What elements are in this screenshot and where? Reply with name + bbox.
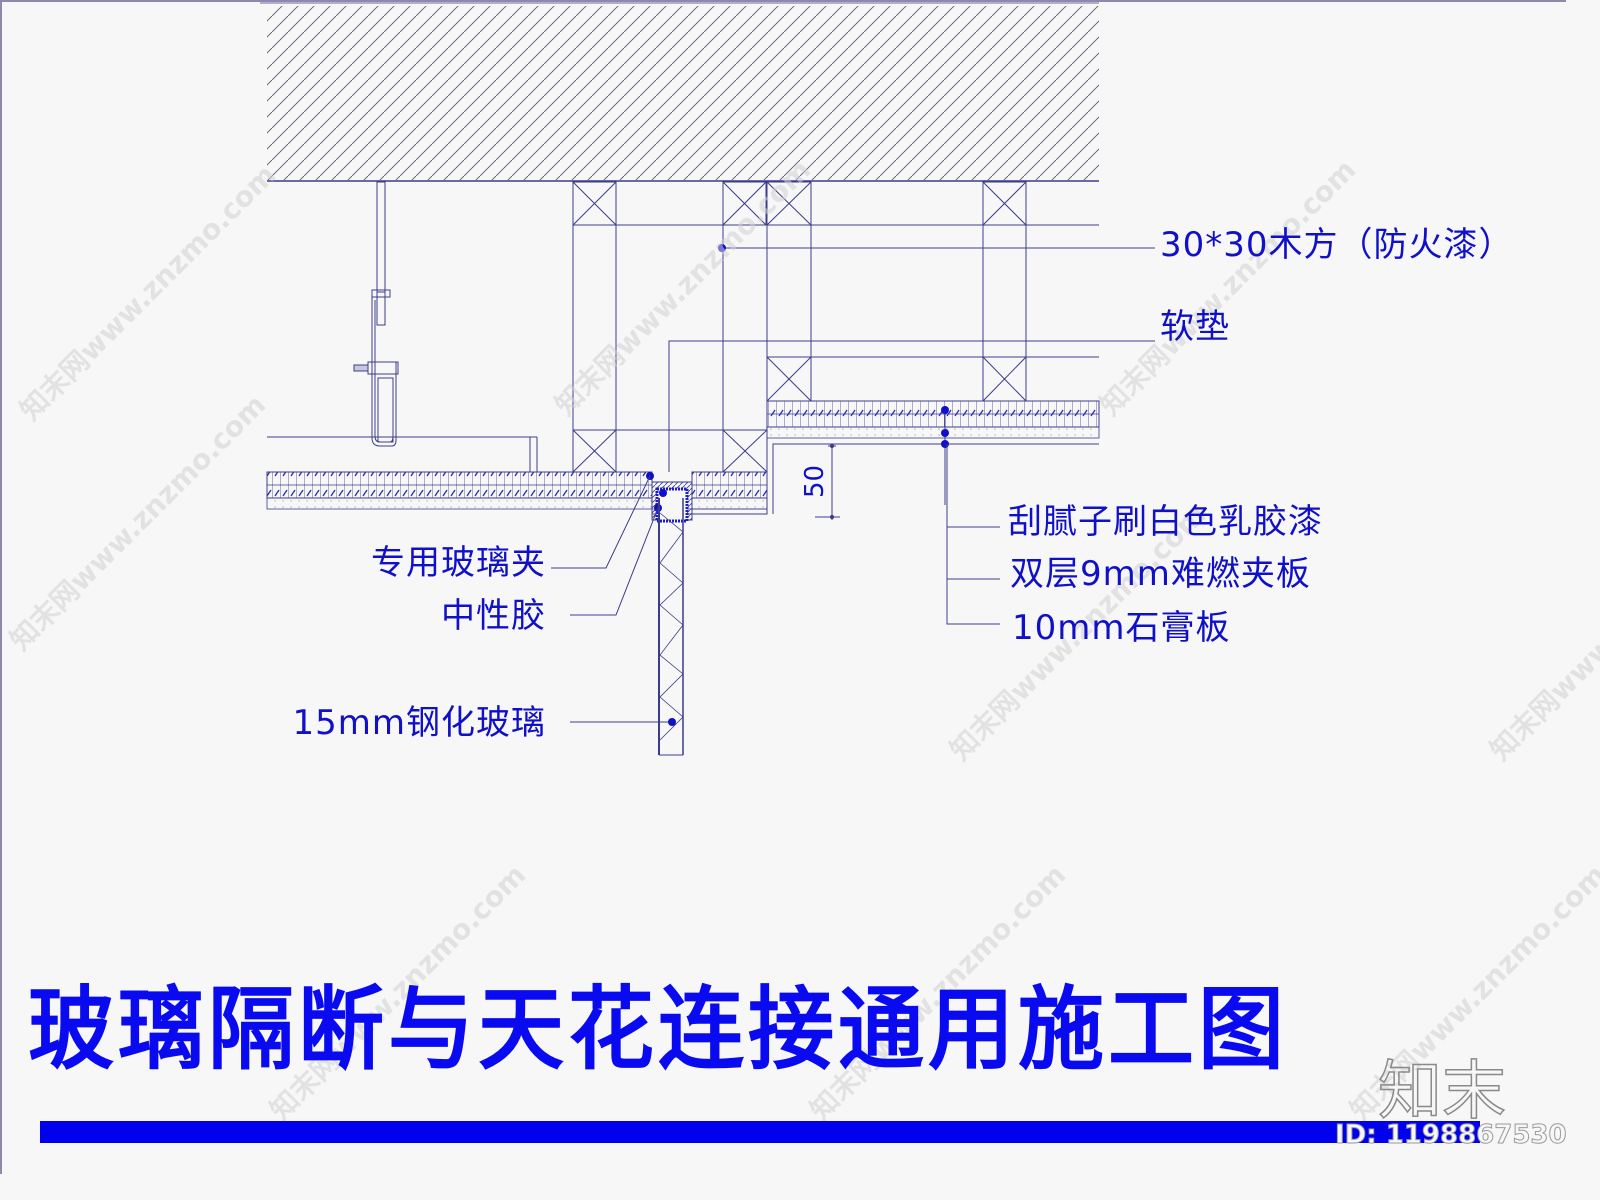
label-double-plywood: 双层9mm难燃夹板: [1010, 554, 1311, 594]
concrete-slab: [260, 2, 1099, 182]
label-gypsum-board: 10mm石膏板: [1012, 608, 1231, 648]
ceiling-boards-left: [266, 471, 768, 510]
leader-lines-right: [718, 244, 1155, 625]
ceiling-boards-right: [652, 400, 1100, 515]
section-drawing: [260, 2, 1155, 756]
glass-clip: [646, 472, 693, 523]
existing-ceiling-line: [267, 436, 538, 472]
dimension-text: 50: [800, 464, 830, 498]
label-putty-latex-paint: 刮腻子刷白色乳胶漆: [1008, 502, 1323, 542]
label-soft-pad: 软垫: [1160, 307, 1230, 347]
label-glass-clip: 专用玻璃夹: [371, 543, 546, 583]
dimension-50: [815, 443, 840, 520]
watermark-id: ID: 1198867530: [1335, 1120, 1568, 1151]
cad-drawing-canvas: [260, 2, 1155, 756]
leader-lines-left: [551, 475, 676, 726]
drawing-title: 玻璃隔断与天花连接通用施工图: [28, 977, 1288, 1083]
label-neutral-sealant: 中性胶: [441, 596, 546, 636]
hanger-assembly: [353, 181, 399, 447]
label-wood-batten: 30*30木方（防火漆）: [1160, 225, 1514, 265]
watermark-logo: 知末: [1377, 1054, 1507, 1130]
tempered-glass-pane: [658, 498, 684, 756]
label-tempered-glass: 15mm钢化玻璃: [292, 703, 546, 743]
title-underline-bar: [40, 1121, 1480, 1143]
